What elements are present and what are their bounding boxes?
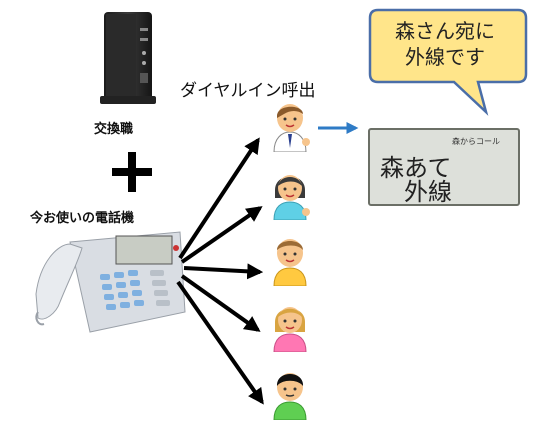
plus-icon: [112, 152, 152, 192]
telephone-icon: [35, 231, 186, 333]
phone-display: [368, 128, 520, 206]
person-businessman-icon: [273, 104, 310, 152]
arrow-to-person-1: [178, 137, 260, 260]
speech-bubble-text: 森さん宛に 外線です: [380, 18, 510, 70]
person-woman-blonde-icon: [273, 307, 307, 352]
speech-bubble: [368, 8, 528, 116]
server-icon: [100, 12, 156, 104]
display-caption: 森からコール: [452, 137, 500, 146]
dial-in-label: ダイヤルイン呼出: [180, 81, 316, 101]
person-man-icon: [273, 239, 307, 286]
bubble-line-2: 外線です: [405, 45, 485, 69]
person-man-black-hair-icon: [273, 373, 307, 420]
bubble-line-1: 森さん宛に: [395, 19, 495, 43]
exchange-label: 交換職: [94, 122, 134, 137]
display-line-2: 外線: [404, 178, 452, 206]
phone-label: 今お使いの電話機: [30, 211, 135, 226]
arrow-to-person-2: [180, 206, 263, 264]
arrow-to-person-5: [176, 280, 264, 405]
person-woman-icon: [273, 175, 310, 220]
display-line-1: 森あて: [380, 154, 452, 182]
arrow-to-person-4: [180, 274, 261, 332]
arrow-to-person-3: [183, 263, 264, 280]
